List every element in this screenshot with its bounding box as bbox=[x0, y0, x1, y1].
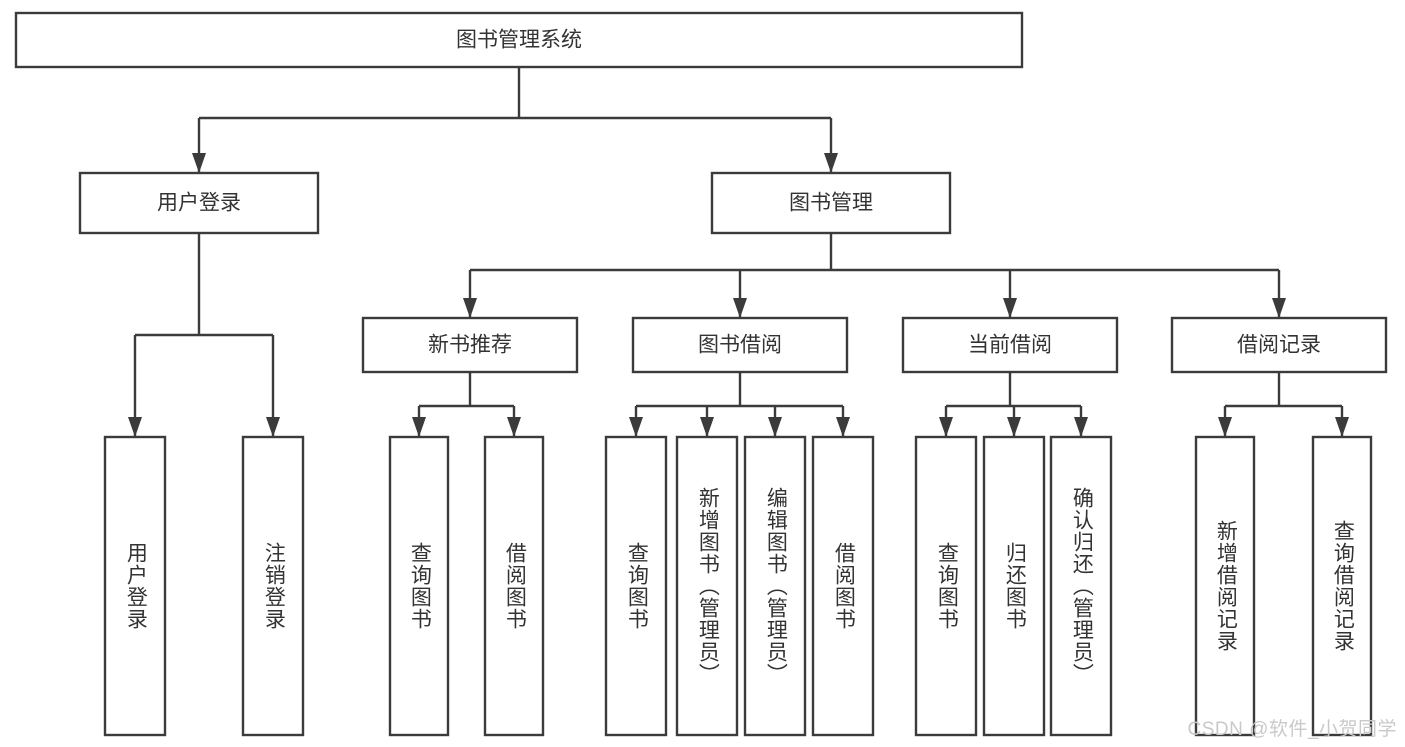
arrow-head-icon-query-borrow-record bbox=[1335, 417, 1349, 437]
node-box-user-login[interactable] bbox=[78, 171, 320, 235]
arrow-head-icon-query-book-current bbox=[939, 417, 953, 437]
node-box-new-book-recommend[interactable] bbox=[361, 316, 579, 374]
arrow-head-icon-book-management bbox=[824, 153, 838, 173]
node-box-add-book-admin[interactable] bbox=[675, 435, 739, 737]
watermark-text: CSDN @软件_小贺同学 bbox=[1187, 719, 1397, 740]
node-box-borrow-book-recommend[interactable] bbox=[483, 435, 545, 737]
arrow-head-icon-user-login-action bbox=[128, 417, 142, 437]
arrow-head-icon-add-borrow-record bbox=[1218, 417, 1232, 437]
node-box-borrow-record[interactable] bbox=[1170, 316, 1388, 374]
arrow-head-icon-add-book-admin bbox=[700, 417, 714, 437]
node-box-return-book[interactable] bbox=[982, 435, 1046, 737]
arrow-head-icon-user-login bbox=[192, 153, 206, 173]
arrow-head-icon-user-logout-action bbox=[266, 417, 280, 437]
node-box-current-borrow[interactable] bbox=[901, 316, 1119, 374]
node-label-user-login: 用户登录 bbox=[157, 192, 241, 215]
node-label-book-borrow: 图书借阅 bbox=[698, 334, 782, 357]
connector-layer bbox=[128, 67, 1349, 437]
node-label-current-borrow: 当前借阅 bbox=[968, 334, 1052, 357]
arrow-head-icon-confirm-return-admin bbox=[1074, 417, 1088, 437]
node-box-query-book-recommend[interactable] bbox=[388, 435, 450, 737]
node-box-root[interactable] bbox=[14, 11, 1024, 69]
node-label-new-book-recommend: 新书推荐 bbox=[428, 334, 512, 357]
node-box-user-login-action[interactable] bbox=[103, 435, 167, 737]
node-box-layer bbox=[14, 11, 1388, 737]
arrow-head-icon-borrow-record bbox=[1272, 298, 1286, 318]
arrow-head-icon-return-book bbox=[1007, 417, 1021, 437]
arrow-head-icon-book-borrow bbox=[733, 298, 747, 318]
arrow-head-icon-edit-book-admin bbox=[768, 417, 782, 437]
node-label-root: 图书管理系统 bbox=[456, 29, 582, 52]
node-box-book-management[interactable] bbox=[710, 171, 952, 235]
node-box-query-borrow-record[interactable] bbox=[1311, 435, 1373, 737]
arrow-head-icon-new-book-recommend bbox=[463, 298, 477, 318]
node-box-query-book-current[interactable] bbox=[914, 435, 978, 737]
node-box-book-borrow[interactable] bbox=[631, 316, 849, 374]
node-box-confirm-return-admin[interactable] bbox=[1049, 435, 1113, 737]
node-label-borrow-record: 借阅记录 bbox=[1237, 334, 1321, 357]
node-box-user-logout-action[interactable] bbox=[241, 435, 305, 737]
node-box-edit-book-admin[interactable] bbox=[743, 435, 807, 737]
arrow-head-icon-query-book-recommend bbox=[412, 417, 426, 437]
arrow-head-icon-borrow-book-borrow bbox=[836, 417, 850, 437]
arrow-head-icon-current-borrow bbox=[1003, 298, 1017, 318]
node-label-book-management: 图书管理 bbox=[789, 192, 873, 215]
node-box-add-borrow-record[interactable] bbox=[1194, 435, 1256, 737]
node-box-query-book-borrow[interactable] bbox=[604, 435, 668, 737]
arrow-head-icon-borrow-book-recommend bbox=[507, 417, 521, 437]
node-box-borrow-book-borrow[interactable] bbox=[811, 435, 875, 737]
arrow-head-icon-query-book-borrow bbox=[629, 417, 643, 437]
